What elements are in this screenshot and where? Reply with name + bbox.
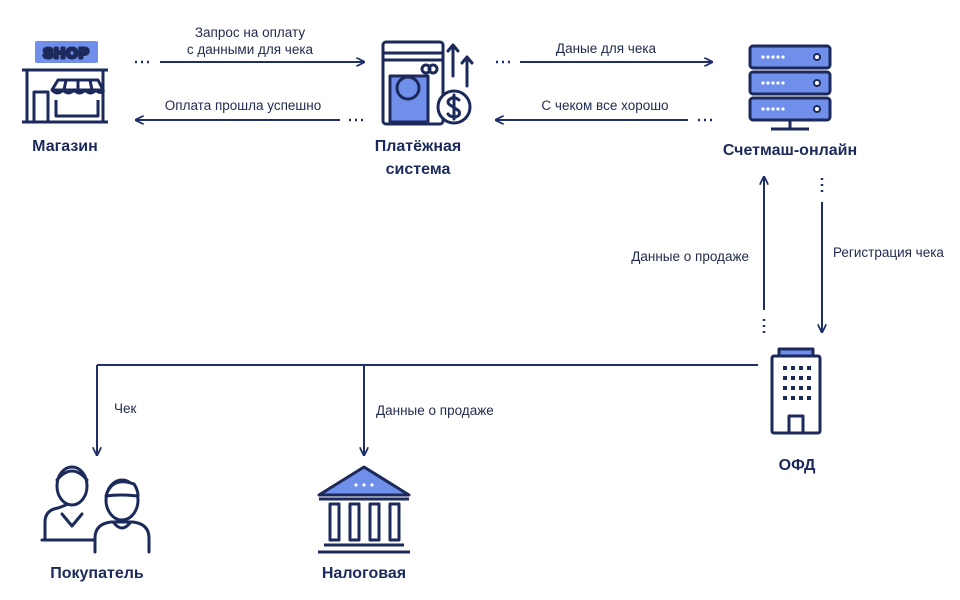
edge-label-ofd-to-server: Данные о продаже <box>631 249 749 264</box>
edge-label-shop-to-payment-2: с данными для чека <box>187 42 314 57</box>
payment-terminal-icon <box>381 40 474 126</box>
server-indicator-dots <box>761 53 821 113</box>
payment-label-line1: Платёжная <box>375 138 462 155</box>
buyer-label: Покупатель <box>50 565 144 582</box>
tax-label: Налоговая <box>322 565 406 582</box>
server-label: Счетмаш-онлайн <box>723 142 857 159</box>
edge-label-ofd-to-buyer: Чек <box>114 401 137 416</box>
storefront-icon: SHOP <box>22 41 108 124</box>
users-icon <box>40 465 151 554</box>
office-windows <box>783 366 811 400</box>
server-icon <box>748 44 832 131</box>
edge-label-server-to-payment: С чеком все хорошо <box>541 98 668 113</box>
edge-label-ofd-to-tax: Данные о продаже <box>376 403 494 418</box>
edge-label-payment-to-server: Даные для чека <box>556 41 657 56</box>
bank-building-icon <box>317 465 411 554</box>
shop-sign-text: SHOP <box>43 45 90 62</box>
edge-label-payment-to-shop: Оплата прошла успешно <box>165 98 321 113</box>
bank-pediment-dots <box>354 483 374 487</box>
shop-label: Магазин <box>32 138 98 155</box>
arrow-ofd-distribution <box>97 364 758 455</box>
office-building-icon <box>770 347 822 435</box>
edge-label-server-to-ofd: Регистрация чека <box>833 245 944 260</box>
ofd-label: ОФД <box>779 457 816 474</box>
payment-label-line2: система <box>386 161 451 178</box>
edge-label-shop-to-payment-1: Запрос на оплату <box>195 25 305 40</box>
